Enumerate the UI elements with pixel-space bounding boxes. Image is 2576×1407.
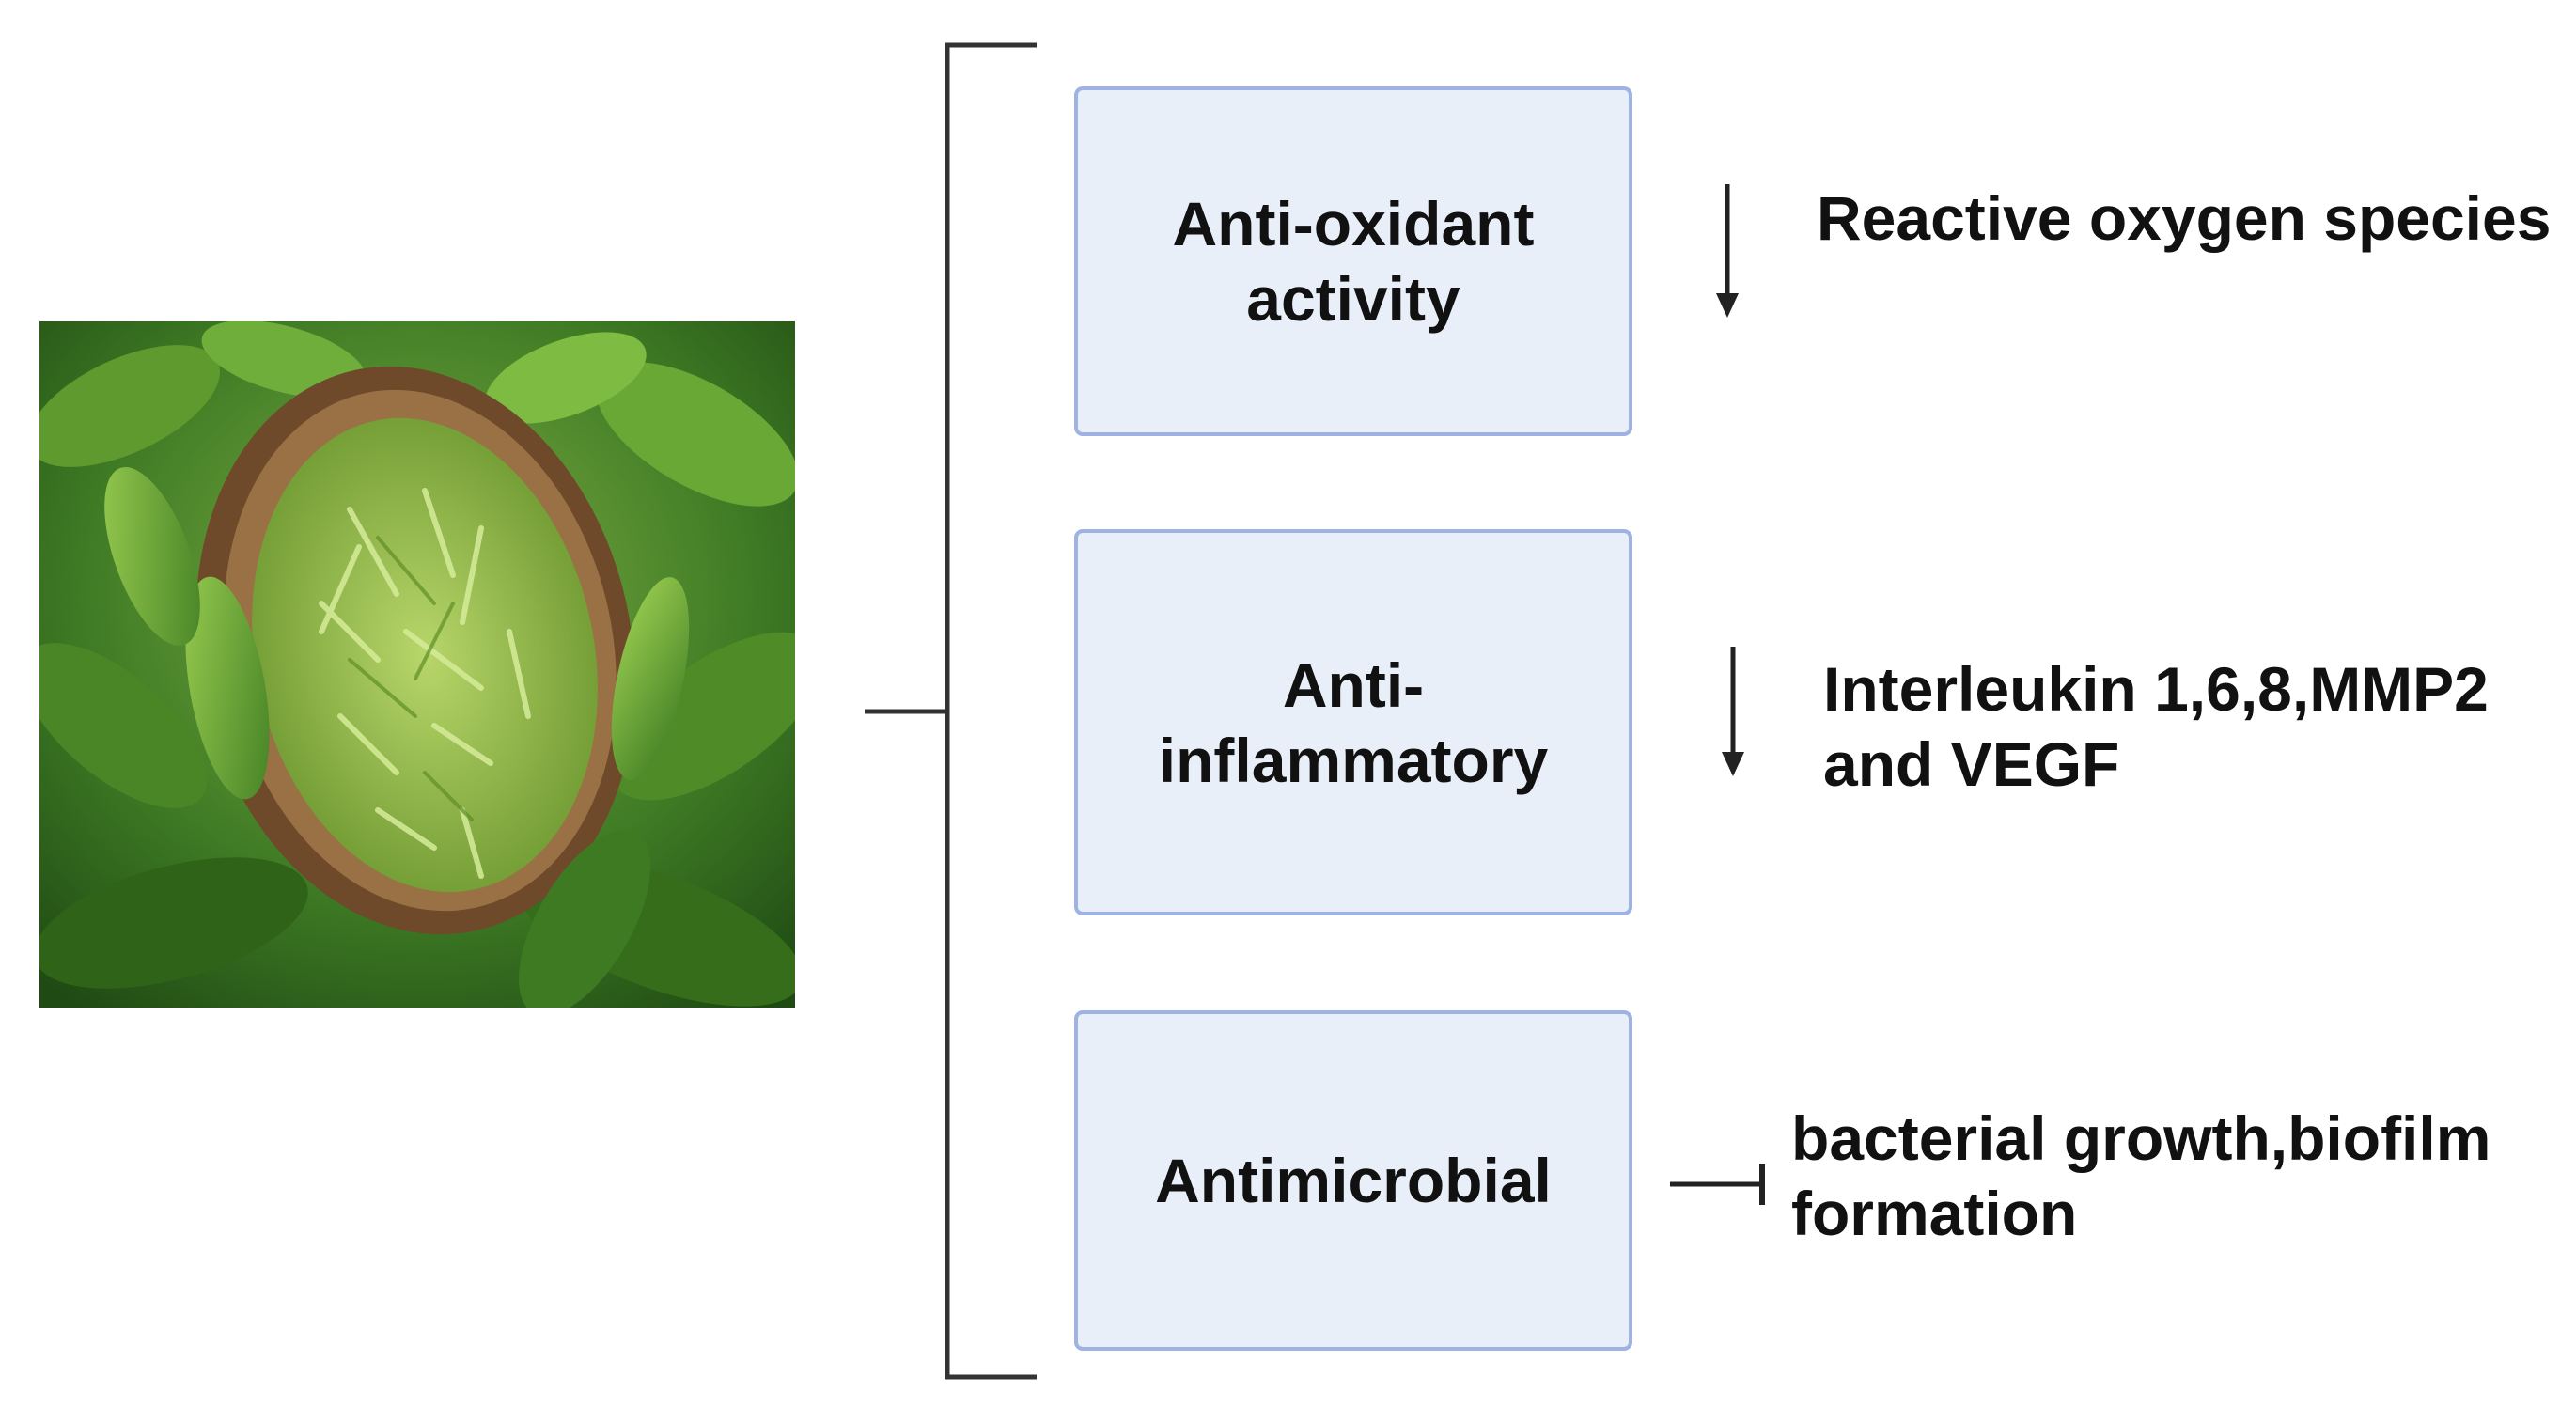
down-arrow-icon — [1716, 184, 1739, 318]
effect-text-reactive-oxygen: Reactive oxygen species — [1817, 180, 2551, 256]
effect-text-interleukin: Interleukin 1,6,8,MMP2 and VEGF — [1823, 651, 2489, 802]
effect-line: Reactive oxygen species — [1817, 183, 2552, 253]
down-arrow-icon — [1722, 647, 1744, 776]
activity-label-line: activity — [1246, 264, 1460, 334]
anti-inflammatory-box: Anti- inflammatory — [1074, 529, 1632, 915]
antioxidant-activity-box: Anti-oxidant activity — [1074, 86, 1632, 436]
effect-line: bacterial growth,biofilm — [1791, 1103, 2491, 1173]
inhibition-arrow-icon — [1670, 1164, 1765, 1205]
effect-line: and VEGF — [1823, 729, 2120, 799]
green-tea-basket-photo — [39, 321, 795, 1008]
activity-label-line: Antimicrobial — [1155, 1146, 1552, 1215]
activity-label-line: Anti-oxidant — [1172, 189, 1535, 258]
effect-line: Interleukin 1,6,8,MMP2 — [1823, 654, 2489, 724]
antimicrobial-box: Antimicrobial — [1074, 1010, 1632, 1351]
effect-text-bacterial-growth: bacterial growth,biofilm formation — [1791, 1101, 2490, 1251]
activity-label-line: Anti- — [1282, 649, 1425, 720]
activity-label-line: inflammatory — [1158, 725, 1549, 795]
effect-line: formation — [1791, 1179, 2078, 1248]
